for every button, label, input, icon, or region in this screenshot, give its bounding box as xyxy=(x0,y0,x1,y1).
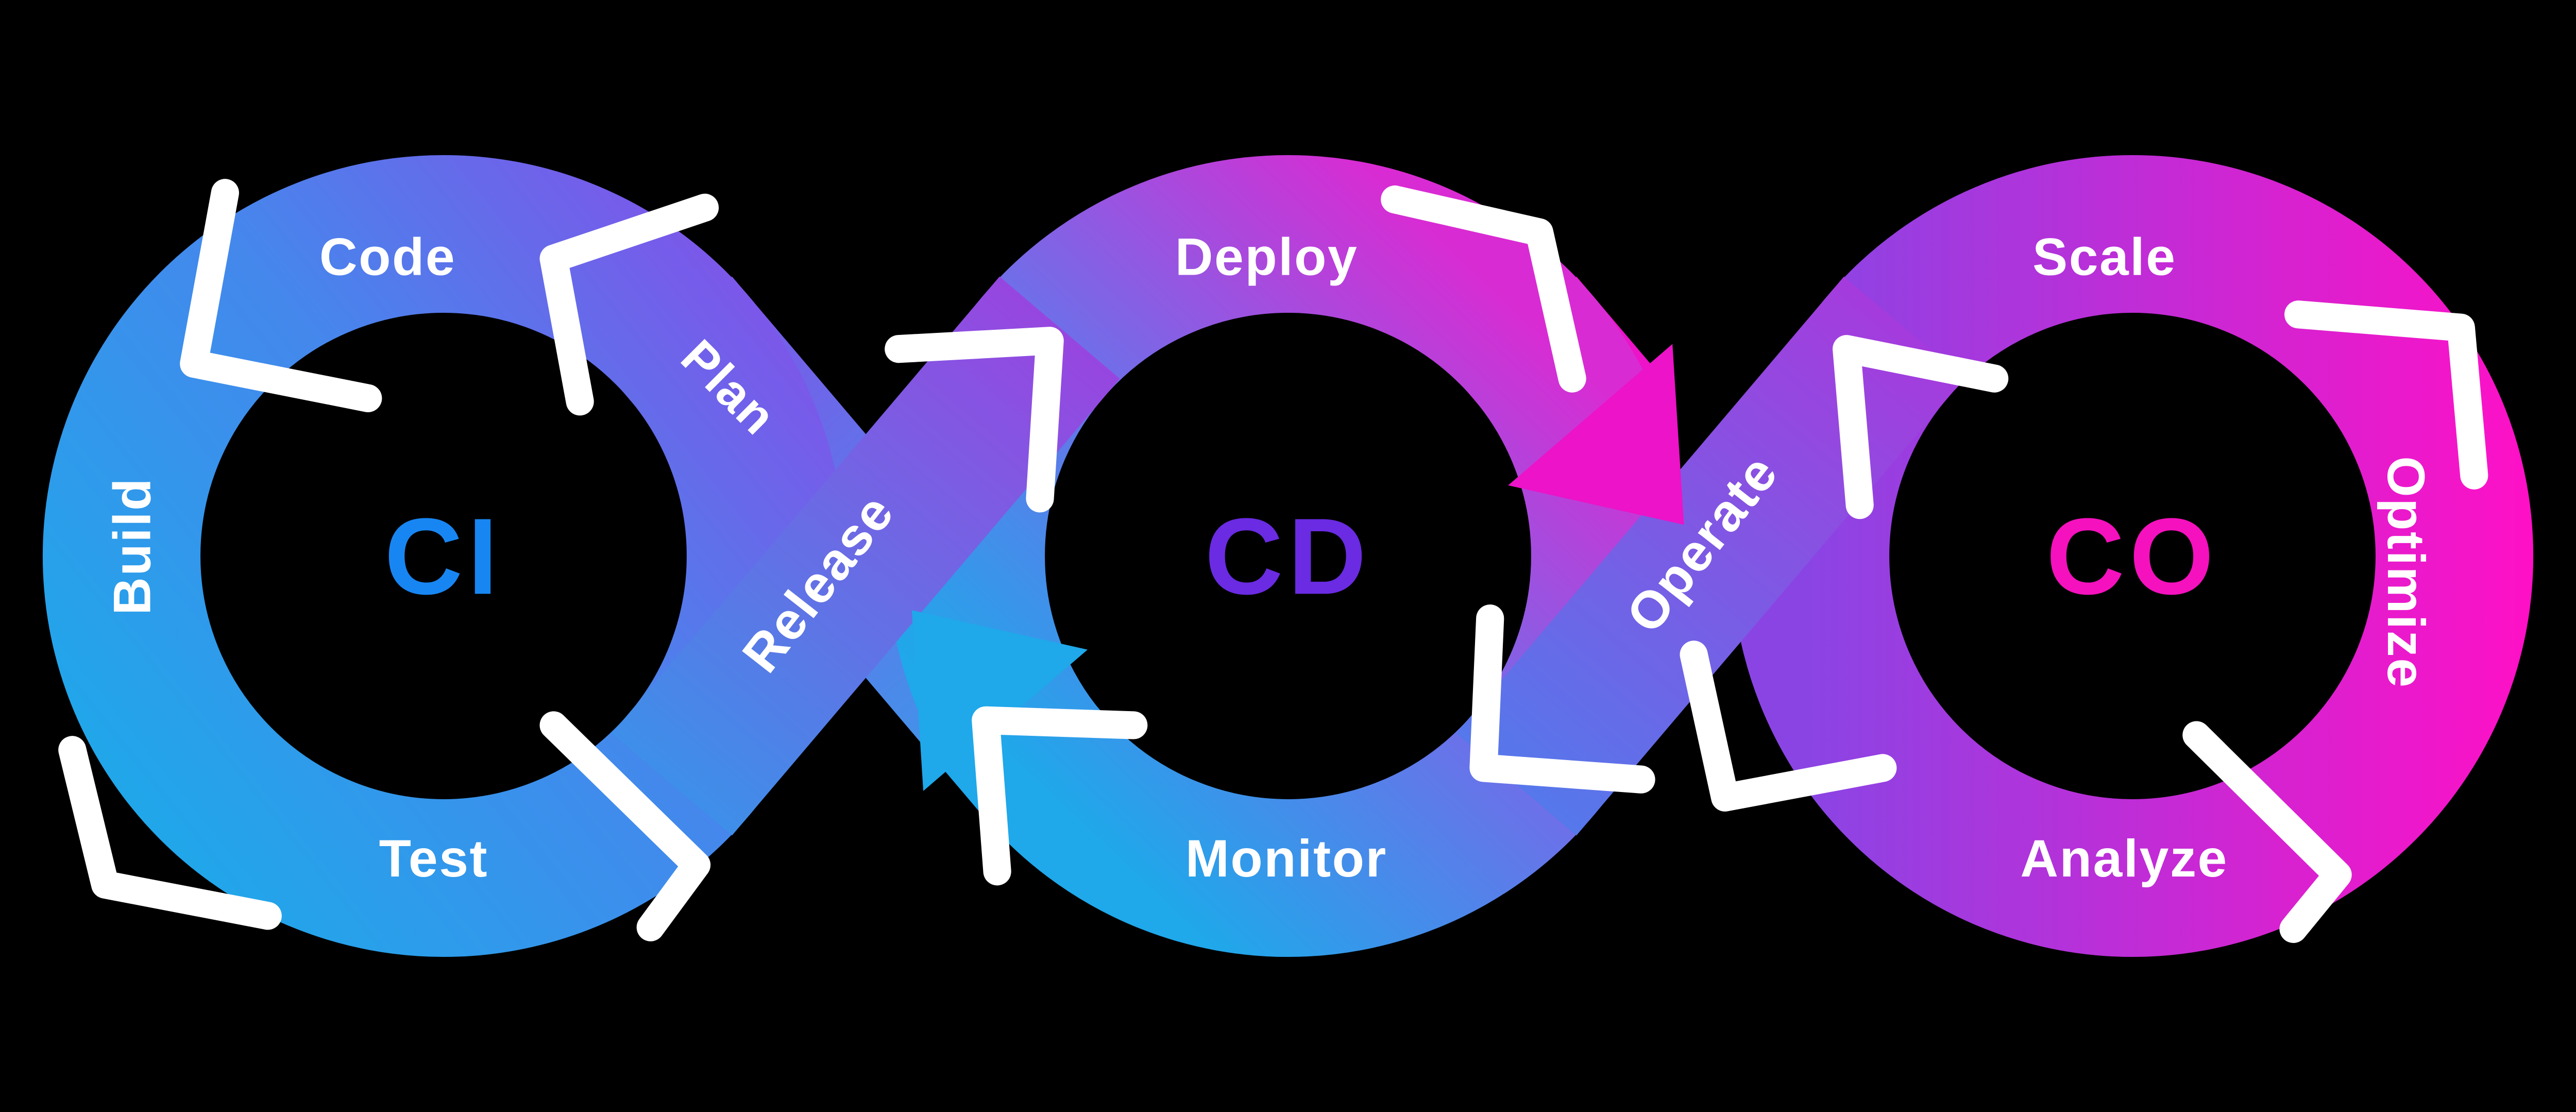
flow-chevron-icon xyxy=(2284,300,2488,490)
label-build: Build xyxy=(103,477,162,615)
label-analyze: Analyze xyxy=(2020,829,2228,888)
co-center-label: CO xyxy=(2046,495,2219,617)
flow-chevron-icon xyxy=(885,327,1064,513)
flow-chevron-icon xyxy=(2182,721,2352,943)
label-monitor: Monitor xyxy=(1185,829,1387,888)
flow-chevron-icon xyxy=(180,179,382,412)
flow-chevron-icon xyxy=(972,706,1148,886)
label-deploy: Deploy xyxy=(1175,228,1358,287)
flow-chevron-icon xyxy=(1680,641,1897,812)
flow-chevron-icon xyxy=(1833,335,2009,519)
label-test: Test xyxy=(379,829,488,888)
ci-center-label: CI xyxy=(384,495,503,617)
label-scale: Scale xyxy=(2032,228,2176,287)
flow-chevron-icon xyxy=(58,736,282,930)
label-optimize: Optimize xyxy=(2377,456,2435,688)
release-band xyxy=(612,276,1120,836)
cd-center-label: CD xyxy=(1205,495,1371,617)
flow-chevron-icon xyxy=(1381,185,1586,393)
flow-chevron-icon xyxy=(539,711,711,941)
cd-return-arrowhead-icon xyxy=(911,610,1088,791)
flow-chevron-icon xyxy=(539,193,719,416)
cd-flow-arrowhead-icon xyxy=(1508,344,1684,525)
flow-chevron-icon xyxy=(1469,604,1655,794)
label-code: Code xyxy=(319,228,456,287)
